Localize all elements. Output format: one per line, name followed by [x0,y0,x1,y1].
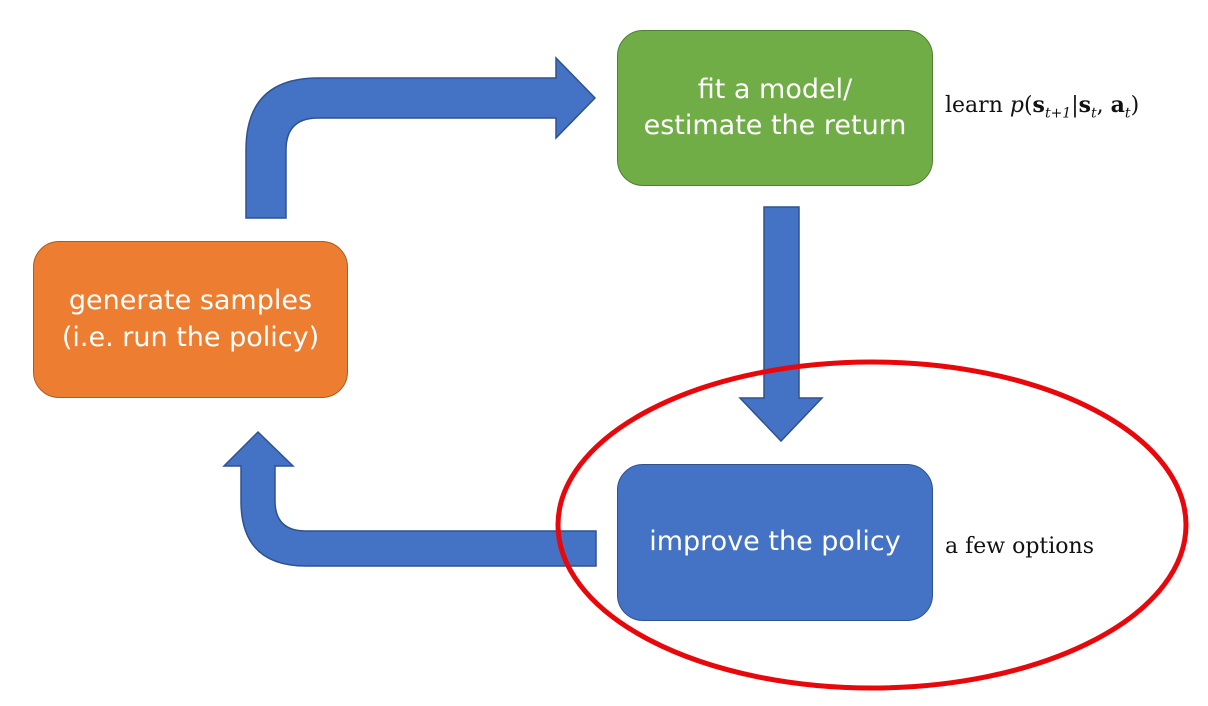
arrow-generate-to-fit [245,56,597,219]
arrow-improve-to-generate [222,430,597,567]
fit-model-note: learn p(st+1|st, at) [945,92,1139,121]
note-fit-s2-sub: t [1091,105,1097,122]
fit-model-box[interactable]: fit a model/ estimate the return [617,30,933,186]
note-fit-prefix: learn [945,93,1003,118]
note-fit-open: ( [1023,93,1033,118]
note-fit-a-sub: t [1124,105,1131,122]
note-fit-a: a [1110,92,1125,118]
note-fit-s1: s [1032,92,1045,118]
note-fit-comma: , [1096,93,1111,118]
arrow-fit-to-improve [738,206,824,443]
highlight-ellipse [555,359,1189,691]
note-fit-bar: | [1071,93,1079,118]
improve-policy-note: a few options [945,534,1095,559]
note-fit-s1-sub: t+1 [1044,105,1072,122]
generate-samples-box[interactable]: generate samples (i.e. run the policy) [33,241,348,398]
improve-policy-box[interactable]: improve the policy [617,464,933,621]
note-fit-close: ) [1130,93,1140,118]
note-fit-p: p [1009,93,1024,118]
note-fit-s2: s [1078,92,1092,118]
